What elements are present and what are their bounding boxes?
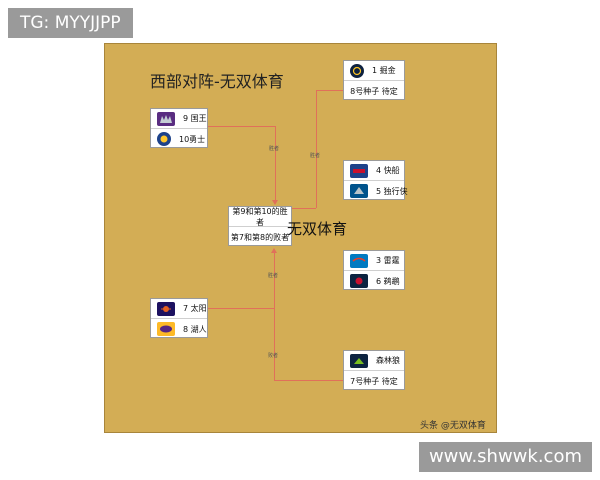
team-row: 3 雷霆 — [344, 251, 404, 271]
team-label: 3 雷霆 — [376, 256, 400, 265]
team-label: 9 国王 — [183, 114, 207, 123]
connector-label-winner-3: 胜者 — [268, 273, 279, 279]
team-label: 6 鹈鹕 — [376, 276, 400, 286]
source-watermark: 头条 @无双体育 — [420, 421, 486, 431]
team-row: 第9和第10的胜者 — [229, 207, 291, 227]
connector-label-winner-2: 胜者 — [310, 153, 321, 159]
team-row: 5 独行侠 — [344, 181, 408, 201]
matchup-nuggets: 1 掘金 8号种子 待定 — [343, 60, 405, 100]
timberwolves-logo-icon — [350, 353, 368, 368]
connector-suns-lakers-h — [208, 308, 274, 309]
connector-final-to-nuggets-h — [316, 90, 343, 91]
arrow-down-icon — [272, 200, 278, 205]
connector-kings-warriors-v — [275, 126, 276, 203]
team-label: 4 快船 — [376, 166, 400, 175]
team-label: 1 掘金 — [372, 66, 396, 75]
team-row: 10勇士 — [151, 129, 207, 149]
watermark-bottom: www.shwwk.com — [418, 442, 592, 472]
team-label: 森林狼 — [376, 356, 400, 365]
team-row: 第7和第8的败者 — [229, 227, 291, 247]
lakers-logo-icon — [157, 322, 175, 336]
team-label: 10勇士 — [179, 134, 206, 144]
team-row: 7 太阳 — [151, 299, 207, 319]
playin-label: 第7和第8的败者 — [230, 232, 290, 242]
team-row: 8 湖人 — [151, 319, 207, 339]
bracket-title: 西部对阵-无双体育 — [150, 72, 284, 91]
connector-label-loser: 败者 — [268, 353, 279, 359]
mavericks-logo-icon — [350, 184, 368, 198]
nuggets-logo-icon — [350, 63, 364, 78]
thunder-logo-icon — [350, 253, 368, 268]
pelicans-logo-icon — [350, 274, 368, 288]
team-label: 8 湖人 — [183, 324, 207, 334]
team-label: 5 独行侠 — [376, 186, 408, 196]
matchup-clippers-mavericks: 4 快船 5 独行侠 — [343, 160, 408, 201]
team-row: 4 快船 — [344, 161, 404, 181]
kings-logo-icon — [157, 111, 175, 126]
seed-label: 8号种子 待定 — [350, 86, 398, 96]
matchup-timberwolves: 森林狼 7号种子 待定 — [343, 350, 405, 390]
matchup-kings-warriors: 9 国王 10勇士 — [150, 108, 208, 148]
connector-final-to-nuggets-v — [316, 90, 317, 208]
team-row: 7号种子 待定 — [344, 371, 404, 391]
connector-lakers-to-wolves-h — [274, 380, 343, 381]
suns-logo-icon — [157, 301, 175, 316]
team-row: 森林狼 — [344, 351, 404, 371]
matchup-playin-final: 第9和第10的胜者 第7和第8的败者 — [228, 206, 292, 246]
connector-suns-lakers-down — [274, 308, 275, 380]
arrow-up-icon — [271, 248, 277, 253]
team-row: 8号种子 待定 — [344, 81, 404, 101]
team-row: 1 掘金 — [344, 61, 404, 81]
connector-final-to-nuggets-h2 — [292, 208, 316, 209]
playin-label: 第9和第10的胜者 — [232, 206, 288, 227]
matchup-suns-lakers: 7 太阳 8 湖人 — [150, 298, 208, 338]
connector-label-winner-1: 胜者 — [269, 146, 280, 152]
warriors-logo-icon — [157, 132, 171, 146]
seed-label: 7号种子 待定 — [350, 376, 398, 386]
team-label: 7 太阳 — [183, 304, 207, 313]
connector-kings-warriors-h — [208, 126, 275, 127]
watermark-top: TG: MYYJJPP — [8, 8, 133, 38]
team-row: 6 鹈鹕 — [344, 271, 404, 291]
center-watermark: 无双体育 — [287, 220, 348, 238]
connector-suns-lakers-up — [274, 252, 275, 308]
team-row: 9 国王 — [151, 109, 207, 129]
clippers-logo-icon — [350, 163, 368, 178]
matchup-thunder-pelicans: 3 雷霆 6 鹈鹕 — [343, 250, 405, 290]
